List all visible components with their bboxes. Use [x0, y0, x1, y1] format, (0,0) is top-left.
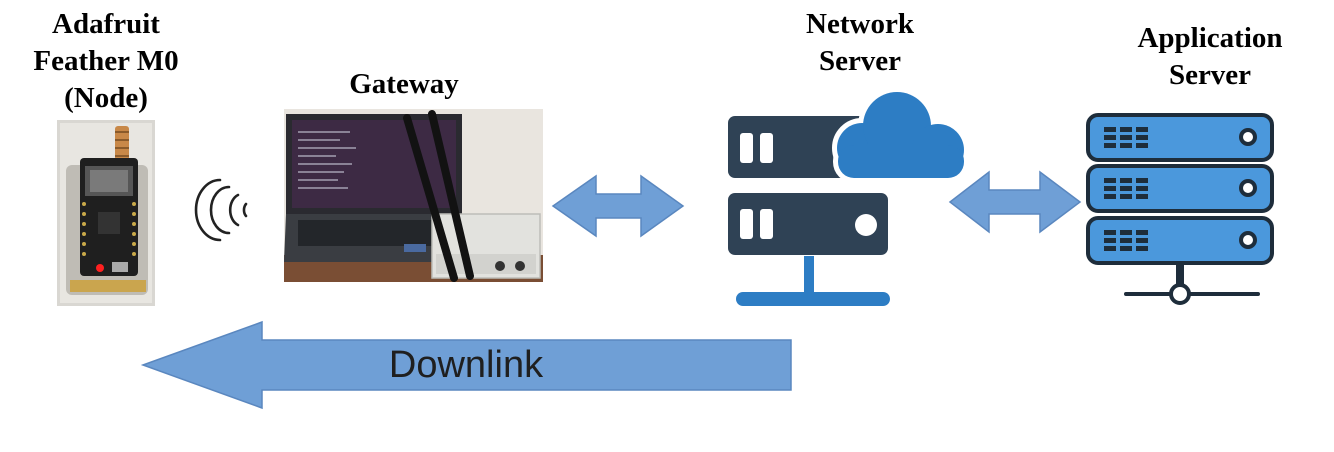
server-rack-icon	[1086, 113, 1274, 305]
network-server-label-line-2: Server	[818, 45, 902, 77]
radio-wave-icon	[194, 178, 248, 242]
node-label-line-3: (Node)	[64, 82, 148, 114]
network-server-label: Network Server	[760, 6, 960, 80]
network-server-label-line-1: Network	[806, 8, 914, 40]
application-server-label: Application Server	[1100, 20, 1320, 94]
cloud-server-icon	[728, 87, 969, 306]
node-label: Adafruit Feather M0 (Node)	[0, 6, 212, 117]
network-application-link-arrow	[948, 170, 1082, 234]
gateway-label-text: Gateway	[349, 68, 459, 100]
gateway-label: Gateway	[304, 66, 504, 103]
downlink-label: Downlink	[389, 344, 544, 386]
gateway-photo	[284, 109, 543, 282]
node-label-line-2: Feather M0	[33, 45, 179, 77]
node-device-photo	[57, 120, 155, 306]
gateway-network-link-arrow	[551, 174, 685, 238]
application-server-label-line-1: Application	[1137, 22, 1283, 54]
node-label-line-1: Adafruit	[52, 8, 160, 40]
application-server-label-line-2: Server	[1168, 59, 1252, 91]
downlink-arrow: Downlink	[140, 320, 792, 410]
